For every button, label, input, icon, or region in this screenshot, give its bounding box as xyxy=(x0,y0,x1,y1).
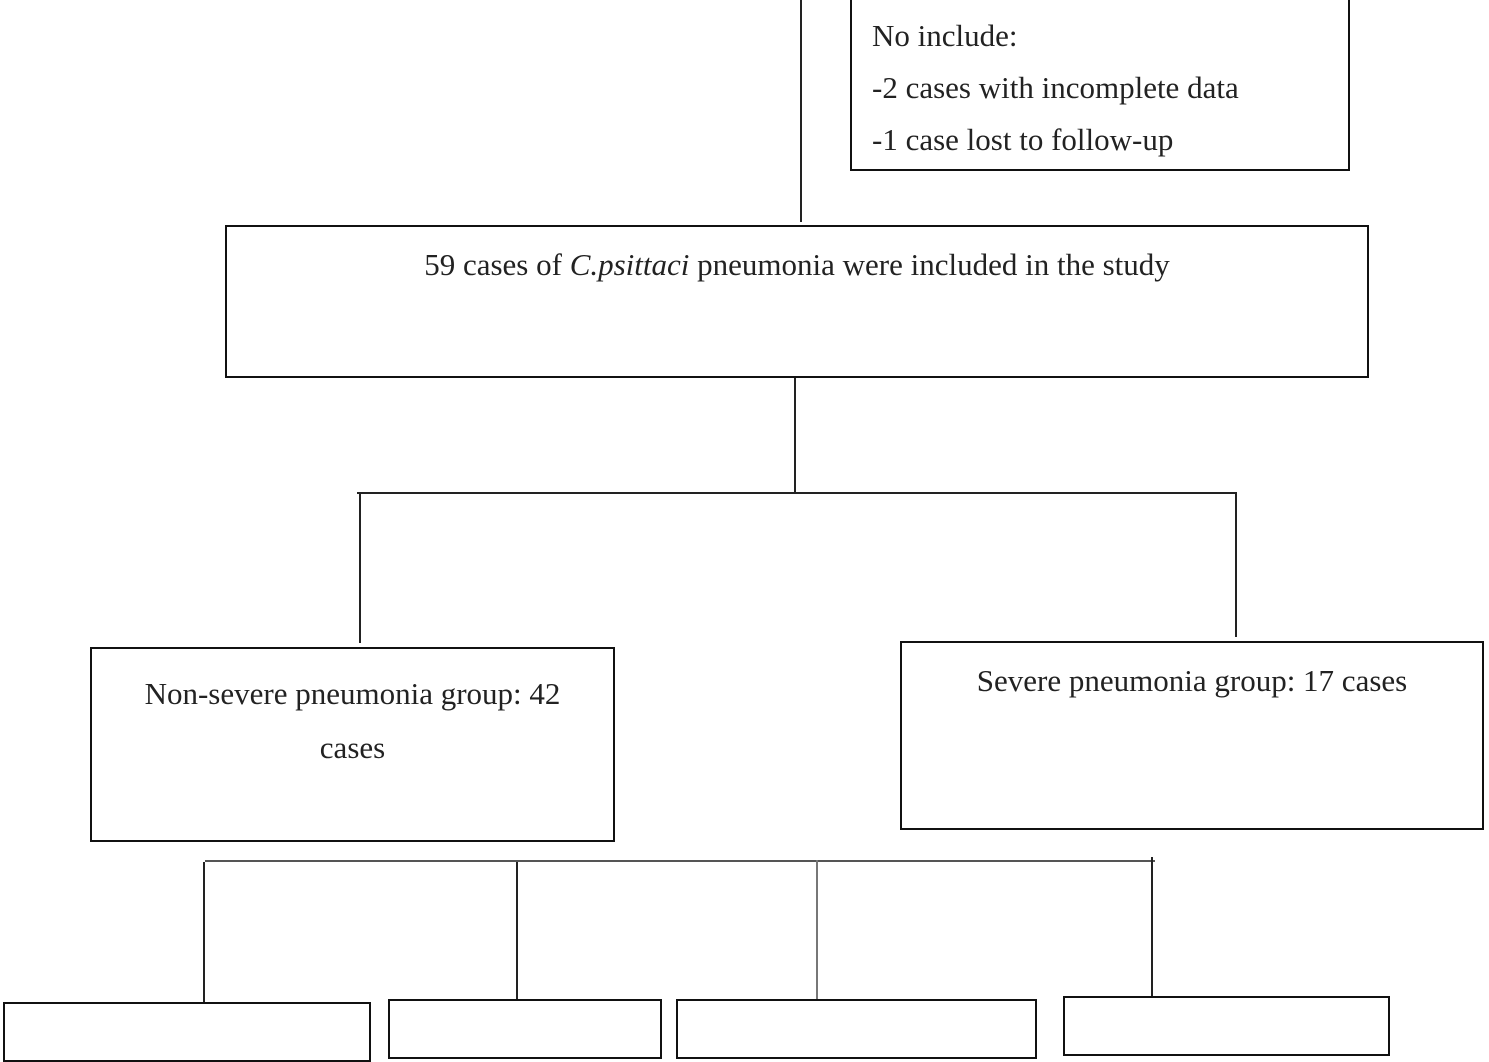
organism-name: C.psittaci xyxy=(569,247,690,282)
connector-line xyxy=(800,0,802,222)
severe-group-box: Severe pneumonia group: 17 cases xyxy=(900,641,1484,830)
non-severe-label: Non-severe pneumonia group: 42 cases xyxy=(144,676,561,765)
included-text: 59 cases of xyxy=(424,247,570,282)
connector-line xyxy=(1151,857,1153,997)
subgroup-box xyxy=(388,999,662,1059)
severe-label: Severe pneumonia group: 17 cases xyxy=(976,663,1408,698)
exclusion-box: No include: -2 cases with incomplete dat… xyxy=(850,0,1350,171)
connector-line xyxy=(816,860,818,1000)
connector-line xyxy=(205,860,1155,862)
connector-line xyxy=(516,862,518,1000)
non-severe-group-box: Non-severe pneumonia group: 42 cases xyxy=(90,647,615,842)
exclusion-item: -1 case lost to follow-up xyxy=(872,122,1174,157)
subgroup-box xyxy=(3,1002,371,1062)
connector-line xyxy=(1235,492,1237,637)
included-box: 59 cases of C.psittaci pneumonia were in… xyxy=(225,225,1369,378)
exclusion-title: No include: xyxy=(872,18,1018,53)
exclusion-item: -2 cases with incomplete data xyxy=(872,70,1239,105)
connector-line xyxy=(359,493,361,643)
included-text: pneumonia were included in the study xyxy=(689,247,1170,282)
connector-line xyxy=(794,378,796,494)
subgroup-box xyxy=(1063,996,1390,1056)
connector-line xyxy=(357,492,1237,494)
subgroup-box xyxy=(676,999,1037,1059)
connector-line xyxy=(203,862,205,1002)
